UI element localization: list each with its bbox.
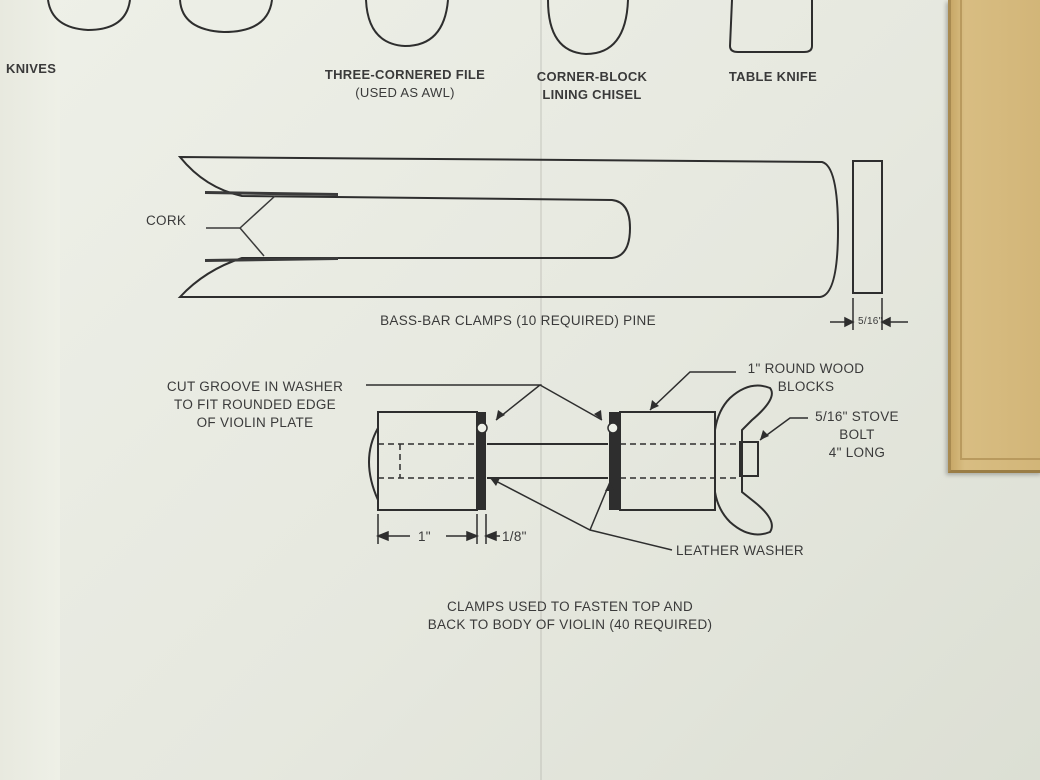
- bolt-end: [739, 441, 759, 477]
- dim-arrowhead: [880, 316, 891, 328]
- wood-block-right: [619, 411, 716, 511]
- rounded-end-cap: [368, 427, 379, 501]
- washer-groove: [476, 422, 488, 434]
- groove-note-line1: CUT GROOVE IN WASHER: [166, 379, 344, 394]
- groove-leader: [366, 384, 543, 421]
- bolt-note-line1: 5/16" STOVE: [815, 409, 899, 424]
- paper-fold-line: [540, 0, 542, 780]
- groove-note-line2: TO FIT ROUNDED EDGE: [174, 397, 336, 412]
- washer-groove: [607, 422, 619, 434]
- chisel-handle-outline: [547, 0, 629, 56]
- table-knife-handle-outline: [728, 0, 813, 53]
- cork-strip-lower: [205, 257, 338, 262]
- manila-envelope: [948, 0, 1040, 473]
- bass-bar-caption: BASS-BAR CLAMPS (10 REQUIRED) PINE: [380, 313, 656, 328]
- block-dimension: 1": [418, 529, 431, 544]
- cork-leader: [206, 195, 276, 229]
- blocks-note-line1: 1" ROUND WOOD: [747, 361, 865, 376]
- violin-clamp-caption: CLAMPS USED TO FASTEN TOP AND BACK TO BO…: [390, 598, 750, 634]
- file-handle-outline: [179, 0, 273, 34]
- wing-nut: [714, 384, 773, 536]
- blocks-leader: [649, 371, 736, 411]
- bolt-note-line3: 4" LONG: [828, 445, 886, 460]
- file-label: THREE-CORNERED FILE (USED AS AWL): [310, 66, 500, 102]
- cork-label: CORK: [146, 213, 187, 228]
- table-knife-label: TABLE KNIFE: [728, 69, 818, 84]
- wood-block-left: [377, 411, 478, 511]
- blocks-note-line2: BLOCKS: [777, 379, 835, 394]
- folded-page-edge: [0, 0, 60, 780]
- cork-strip-upper: [205, 191, 338, 196]
- bass-bar-clamp-outline: [177, 155, 840, 298]
- violin-caption-line1: CLAMPS USED TO FASTEN TOP AND: [446, 599, 694, 614]
- blocks-note: 1" ROUND WOOD BLOCKS: [736, 360, 876, 396]
- thickness-label: 5/16": [858, 316, 883, 327]
- manila-envelope-edge: [960, 0, 1040, 460]
- leather-washer-label: LEATHER WASHER: [676, 543, 804, 558]
- bolt-note: 5/16" STOVE BOLT 4" LONG: [804, 408, 910, 462]
- bolt-leader: [759, 417, 808, 441]
- groove-note-line3: OF VIOLIN PLATE: [196, 415, 314, 430]
- file-label-line1: THREE-CORNERED FILE: [324, 67, 486, 82]
- file-label-line2: (USED AS AWL): [355, 85, 455, 100]
- leather-washer-right: [609, 412, 619, 510]
- washer-dimension: 1/8": [502, 529, 527, 544]
- violin-caption-line2: BACK TO BODY OF VIOLIN (40 REQUIRED): [427, 617, 713, 632]
- leather-washer-left: [476, 412, 486, 510]
- groove-leader: [539, 384, 603, 421]
- awl-handle-outline: [365, 0, 449, 48]
- chisel-label-line1: CORNER-BLOCK: [536, 69, 648, 84]
- groove-note: CUT GROOVE IN WASHER TO FIT ROUNDED EDGE…: [140, 378, 370, 432]
- knife-handle-outline: [47, 0, 131, 32]
- cork-leader: [239, 227, 265, 257]
- clamp-side-profile: [852, 160, 883, 294]
- chisel-label: CORNER-BLOCK LINING CHISEL: [522, 68, 662, 104]
- knives-label: KNIVES: [6, 61, 57, 76]
- chisel-label-line2: LINING CHISEL: [542, 87, 642, 102]
- bolt-note-line2: BOLT: [839, 427, 875, 442]
- dim-arrowhead: [844, 316, 855, 328]
